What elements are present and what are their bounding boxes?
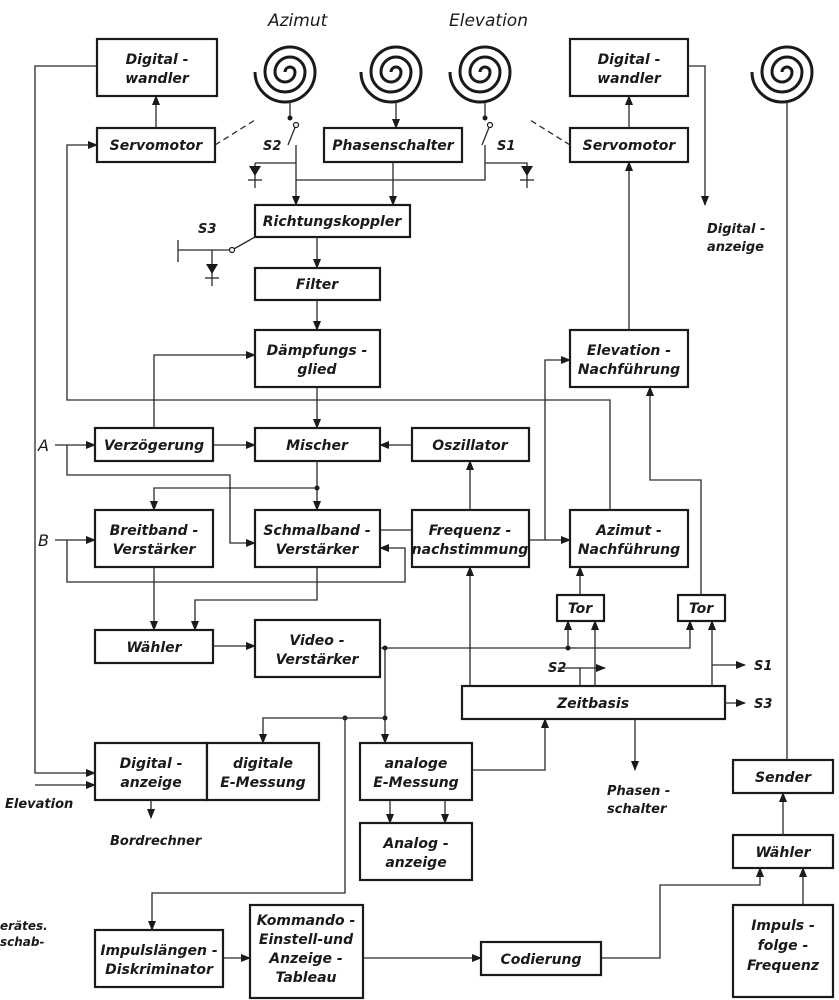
tor-right-box xyxy=(676,593,727,623)
phasen-schalter-line2: schalter xyxy=(607,802,668,817)
digitale-messung-line2: E-Messung xyxy=(220,775,305,791)
switch-s2-label: S2 xyxy=(263,139,281,154)
antenna-sender xyxy=(750,45,814,104)
analoganzeige-box xyxy=(358,821,474,882)
impulslaengen-box xyxy=(93,928,225,989)
s1-output-label: S1 xyxy=(754,659,772,674)
zeitbasis-box xyxy=(460,684,727,721)
daempfungsglied-line2: glied xyxy=(297,362,337,378)
s2-output-label: S2 xyxy=(548,661,566,676)
digitale-messung-box xyxy=(205,741,321,802)
digitalwandler-left-box xyxy=(95,37,219,98)
digitalwandler-right-line2: wandler xyxy=(597,71,662,87)
azimut-nachfuehrung-line1: Azimut - xyxy=(595,523,662,539)
input-a-label: A xyxy=(37,436,49,455)
schmalband-line1: Schmalband - xyxy=(263,523,371,539)
digital-anzeige-out-line1: Digital - xyxy=(707,222,765,237)
frequenz-line2: nachstimmung xyxy=(412,542,529,558)
video-line1: Video - xyxy=(289,633,344,649)
elevation-nachfuehrung-line1: Elevation - xyxy=(587,343,671,359)
kommando-line3: Anzeige - xyxy=(268,951,343,967)
analoganzeige-line2: anzeige xyxy=(385,855,446,871)
kommando-line4: Tableau xyxy=(275,970,336,986)
mischer-label: Mischer xyxy=(286,438,349,454)
kommando-line1: Kommando - xyxy=(257,913,356,929)
caption-fragment-line1: erätes. xyxy=(0,919,48,933)
antenna-elevation xyxy=(448,45,512,104)
kommando-line2: Einstell-und xyxy=(259,932,354,948)
elevation-label: Elevation xyxy=(449,11,528,31)
connection-lines xyxy=(34,65,807,962)
codierung-label: Codierung xyxy=(500,952,581,968)
analoge-messung-box xyxy=(358,741,474,802)
oszillator-label: Oszillator xyxy=(432,438,509,454)
breitband-line1: Breitband - xyxy=(110,523,199,539)
analoge-messung-line2: E-Messung xyxy=(373,775,458,791)
kommando-box xyxy=(248,903,365,1000)
digitalanzeige-box xyxy=(93,741,209,802)
analoge-messung-line1: analoge xyxy=(385,756,448,772)
schmalband-line2: Verstärker xyxy=(276,542,360,558)
switch-s3-label: S3 xyxy=(198,222,216,237)
zeitbasis-label: Zeitbasis xyxy=(556,696,629,712)
oszillator-box xyxy=(410,426,531,463)
daempfungsglied-line1: Dämpfungs - xyxy=(267,343,368,359)
analoganzeige-line1: Analog - xyxy=(382,836,449,852)
tor-right-label: Tor xyxy=(689,601,714,617)
azimut-nachfuehrung-line2: Nachführung xyxy=(578,542,680,558)
digitalanzeige-line1: Digital - xyxy=(120,756,183,772)
servomotor-left-label: Servomotor xyxy=(110,138,204,154)
waehler-right-label: Wähler xyxy=(755,845,811,861)
waehler-right-box xyxy=(731,833,835,870)
elevation-input-label: Elevation xyxy=(5,797,73,812)
impulsfolge-line1: Impuls - xyxy=(751,918,815,934)
azimut-label: Azimut xyxy=(267,11,329,31)
digitalwandler-right-line1: Digital - xyxy=(598,52,661,68)
impulslaengen-line2: Diskriminator xyxy=(105,962,214,978)
digitalwandler-left-line2: wandler xyxy=(125,71,190,87)
filter-label: Filter xyxy=(296,277,339,293)
digitalanzeige-line2: anzeige xyxy=(120,775,181,791)
bordrechner-label: Bordrechner xyxy=(110,834,203,849)
waehler-left-label: Wähler xyxy=(126,640,182,656)
servomotor-right-label: Servomotor xyxy=(583,138,677,154)
impulsfolge-line2: folge - xyxy=(758,938,809,954)
waehler-left-box xyxy=(93,628,215,665)
video-line2: Verstärker xyxy=(276,652,360,668)
impulslaengen-line1: Impulslängen - xyxy=(100,943,217,959)
frequenz-line1: Frequenz - xyxy=(429,523,512,539)
antenna-middle xyxy=(359,45,423,104)
caption-fragment-line2: schab- xyxy=(0,935,44,949)
elevation-nachfuehrung-line2: Nachführung xyxy=(578,362,680,378)
digitalwandler-right-box xyxy=(568,37,690,98)
sender-label: Sender xyxy=(755,770,812,786)
impulsfolge-box xyxy=(731,903,835,999)
richtungskoppler-label: Richtungskoppler xyxy=(263,214,403,230)
antenna-azimut xyxy=(253,45,317,104)
richtungskoppler-box xyxy=(253,203,412,239)
s3-output-label: S3 xyxy=(754,697,772,712)
input-b-label: B xyxy=(38,531,49,550)
impulsfolge-line3: Frequenz xyxy=(747,958,820,974)
switch-s1-label: S1 xyxy=(497,139,515,154)
digitale-messung-line1: digitale xyxy=(233,756,293,772)
video-box xyxy=(253,618,382,679)
servomotor-left-box xyxy=(95,126,217,164)
verzoegerung-label: Verzögerung xyxy=(104,438,204,454)
tor-left-label: Tor xyxy=(568,601,593,617)
digital-anzeige-out-line2: anzeige xyxy=(707,240,764,255)
breitband-line2: Verstärker xyxy=(113,542,197,558)
phasenschalter-label: Phasenschalter xyxy=(332,138,455,154)
digitalwandler-left-line1: Digital - xyxy=(126,52,189,68)
phasen-schalter-line1: Phasen - xyxy=(607,784,670,799)
